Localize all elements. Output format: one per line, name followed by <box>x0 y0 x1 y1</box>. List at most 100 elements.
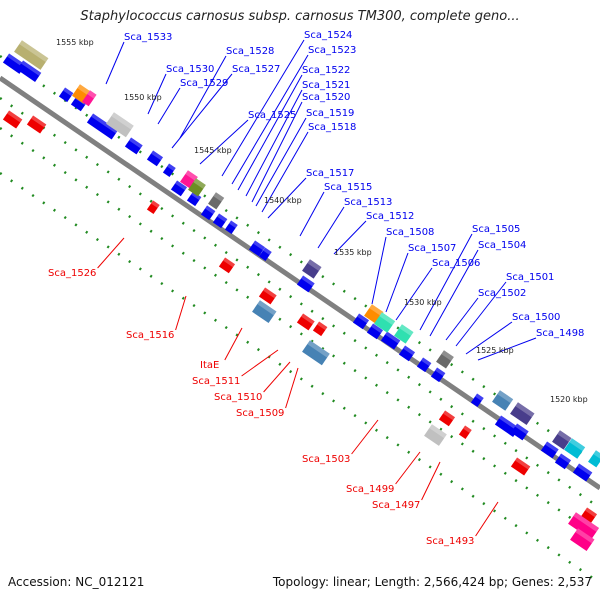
colored-feature-box <box>252 300 277 324</box>
forward-label-leader <box>245 89 303 197</box>
forward-gene-label: Sca_1517 <box>306 168 354 179</box>
forward-gene-label: Sca_1502 <box>478 288 526 299</box>
reverse-label-leader <box>224 327 243 361</box>
scale-mark-label: 1525 kbp <box>476 346 514 355</box>
forward-label-leader <box>371 236 387 305</box>
forward-label-leader <box>231 54 309 185</box>
forward-label-leader <box>455 281 507 347</box>
colored-feature-box <box>510 402 535 426</box>
forward-gene-arrow <box>248 240 266 257</box>
forward-gene-label: Sca_1525 <box>248 110 296 121</box>
reverse-gene-arrow <box>438 410 456 427</box>
forward-gene-arrow <box>200 205 216 221</box>
reverse-label-leader <box>475 501 499 537</box>
colored-feature-box <box>302 340 330 366</box>
forward-label-leader <box>465 321 513 355</box>
forward-label-leader <box>385 252 409 313</box>
colored-feature-box <box>568 512 600 540</box>
reverse-label-leader <box>285 367 299 409</box>
colored-feature-box <box>564 438 586 459</box>
reverse-gene-arrow <box>580 507 598 524</box>
map-title: Staphylococcus carnosus subsp. carnosus … <box>80 9 520 24</box>
forward-gene-arrow <box>416 357 432 373</box>
forward-label-leader <box>317 206 345 249</box>
reverse-label-leader <box>175 295 187 331</box>
scale-mark-label: 1535 kbp <box>334 248 372 257</box>
reverse-gene-label: Sca_1510 <box>214 392 262 403</box>
reverse-gene-label: Sca_1511 <box>192 376 240 387</box>
forward-gene-arrow <box>352 313 370 330</box>
forward-gene-label: Sca_1522 <box>302 65 350 76</box>
forward-gene-arrow <box>16 60 42 82</box>
forward-gene-arrow <box>146 150 164 167</box>
forward-gene-label: Sca_1523 <box>308 45 356 56</box>
forward-gene-label: Sca_1529 <box>180 78 228 89</box>
colored-feature-box <box>552 430 572 450</box>
forward-gene-arrow <box>380 331 401 350</box>
dotted-guide-line-2 <box>0 126 600 540</box>
colored-feature-box <box>82 90 97 107</box>
forward-gene-label: Sca_1508 <box>386 227 434 238</box>
forward-gene-label: Sca_1513 <box>344 197 392 208</box>
colored-feature-box <box>492 390 514 411</box>
forward-gene-label: Sca_1512 <box>366 211 414 222</box>
forward-label-leader <box>419 233 473 331</box>
reverse-label-leader <box>395 451 421 485</box>
forward-gene-arrow <box>170 180 188 197</box>
forward-label-leader <box>395 267 433 321</box>
colored-feature-box <box>302 259 322 279</box>
forward-gene-arrow <box>540 441 559 459</box>
reverse-gene-arrow <box>296 313 315 331</box>
forward-label-leader <box>445 297 479 341</box>
forward-label-leader <box>171 73 233 149</box>
forward-gene-arrow <box>162 163 176 178</box>
forward-label-leader <box>105 41 125 85</box>
reverse-gene-arrow <box>510 457 531 476</box>
forward-gene-arrow <box>554 453 572 470</box>
forward-label-leader <box>199 119 249 165</box>
reverse-gene-arrow <box>218 257 236 274</box>
forward-gene-label: Sca_1524 <box>304 30 352 41</box>
forward-label-leader <box>299 191 325 237</box>
forward-gene-arrow <box>510 423 529 441</box>
forward-gene-arrow <box>296 275 315 293</box>
forward-gene-arrow <box>212 213 228 229</box>
forward-gene-label: Sca_1504 <box>478 240 526 251</box>
reverse-label-leader <box>263 361 291 393</box>
forward-label-leader <box>255 117 307 207</box>
forward-gene-arrow <box>58 87 74 103</box>
reverse-label-leader <box>97 237 125 269</box>
colored-feature-box <box>570 528 595 552</box>
forward-label-leader <box>267 177 307 219</box>
colored-feature-box <box>424 424 447 446</box>
forward-gene-arrow <box>258 247 272 262</box>
forward-gene-label: Sca_1507 <box>408 243 456 254</box>
reverse-gene-label: ItaE <box>200 360 219 371</box>
forward-label-leader <box>261 131 309 213</box>
reverse-label-leader <box>421 461 441 501</box>
forward-gene-label: Sca_1506 <box>432 258 480 269</box>
forward-label-leader <box>147 73 167 115</box>
colored-feature-box <box>106 112 134 138</box>
forward-gene-arrow <box>86 113 118 140</box>
forward-label-leader <box>429 249 479 337</box>
forward-gene-label: Sca_1505 <box>472 224 520 235</box>
scale-mark-label: 1520 kbp <box>550 395 588 404</box>
forward-label-leader <box>333 220 367 255</box>
reverse-gene-label: Sca_1493 <box>426 536 474 547</box>
forward-gene-arrow <box>224 220 238 235</box>
dotted-guide-line-1 <box>0 96 600 510</box>
dotted-guide-line-0 <box>0 54 600 468</box>
forward-gene-arrow <box>470 393 484 408</box>
forward-gene-label: Sca_1530 <box>166 64 214 75</box>
colored-feature-box <box>188 178 206 197</box>
forward-label-leader <box>221 39 305 177</box>
forward-gene-label: Sca_1519 <box>306 108 354 119</box>
colored-feature-box <box>374 312 396 333</box>
forward-gene-label: Sca_1521 <box>302 80 350 91</box>
forward-gene-arrow <box>572 463 593 482</box>
scale-mark-label: 1545 kbp <box>194 146 232 155</box>
reverse-gene-arrow <box>26 115 47 134</box>
topology-summary: Topology: linear; Length: 2,566,424 bp; … <box>272 575 592 589</box>
